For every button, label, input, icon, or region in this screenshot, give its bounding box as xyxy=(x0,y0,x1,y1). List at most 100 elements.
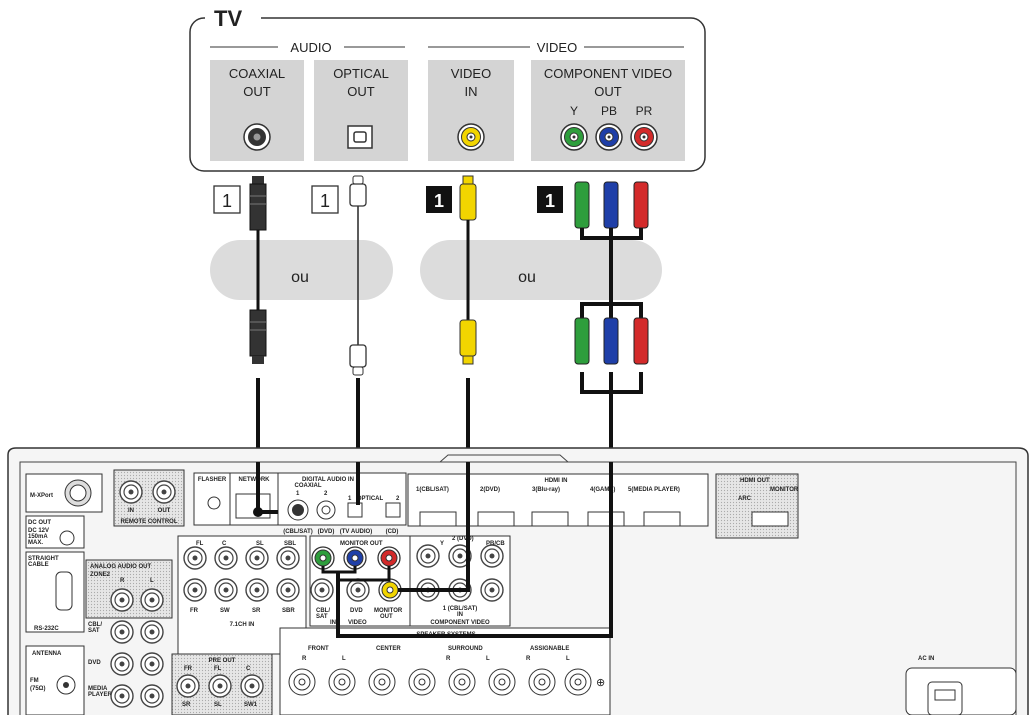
svg-text:VIDEO: VIDEO xyxy=(348,620,367,626)
svg-text:SBL: SBL xyxy=(284,541,296,547)
svg-text:L: L xyxy=(486,656,490,662)
svg-text:(DVD): (DVD) xyxy=(318,529,335,535)
svg-text:2: 2 xyxy=(396,496,400,502)
svg-text:Y: Y xyxy=(440,541,444,547)
svg-text:COMPONENT VIDEO: COMPONENT VIDEO xyxy=(430,620,490,626)
ac-in-label: AC IN xyxy=(918,656,934,662)
tv-audio-label: AUDIO xyxy=(290,40,331,55)
svg-text:CBL/: CBL/ xyxy=(316,608,330,614)
pr-label: PR xyxy=(636,104,653,118)
receiver-back-panel: M-XPort IN OUT REMOTE CONTROL FLASHER NE… xyxy=(7,447,1029,715)
coaxial-jack xyxy=(243,123,271,151)
svg-text:DC OUT: DC OUT xyxy=(28,520,51,526)
svg-text:SURROUND: SURROUND xyxy=(448,646,483,652)
svg-text:5(MEDIA PLAYER): 5(MEDIA PLAYER) xyxy=(628,487,680,493)
svg-text:ASSIGNABLE: ASSIGNABLE xyxy=(530,646,569,652)
svg-text:SL: SL xyxy=(214,702,222,708)
svg-text:PB/CB: PB/CB xyxy=(486,541,505,547)
svg-text:C: C xyxy=(246,666,251,672)
svg-text:(TV AUDIO): (TV AUDIO) xyxy=(340,529,372,535)
svg-text:R: R xyxy=(120,578,125,584)
optical-out-label: OUT xyxy=(347,84,375,99)
svg-text:FLASHER: FLASHER xyxy=(198,477,227,483)
svg-text:DVD: DVD xyxy=(88,660,101,666)
svg-text:L: L xyxy=(566,656,570,662)
svg-text:1: 1 xyxy=(545,191,555,211)
component-pb-jack xyxy=(595,123,623,151)
coaxial-label: COAXIAL xyxy=(229,66,285,81)
svg-text:1: 1 xyxy=(320,191,330,211)
svg-text:⊕: ⊕ xyxy=(596,677,605,689)
component-pr-jack xyxy=(630,123,658,151)
svg-text:MEDIA: MEDIA xyxy=(88,686,108,692)
svg-text:RS-232C: RS-232C xyxy=(34,626,59,632)
svg-text:150mA: 150mA xyxy=(28,534,48,540)
svg-text:CABLE: CABLE xyxy=(28,562,49,568)
marker-video: 1 xyxy=(426,186,452,213)
marker-optical: 1 xyxy=(311,185,339,214)
or-bubble-left xyxy=(210,240,393,300)
svg-text:COAXIAL: COAXIAL xyxy=(295,483,322,489)
svg-text:SAT: SAT xyxy=(316,614,328,620)
svg-text:1: 1 xyxy=(348,496,352,502)
svg-text:FRONT: FRONT xyxy=(308,646,329,652)
svg-text:2 (DVD): 2 (DVD) xyxy=(452,536,474,542)
svg-text:IN: IN xyxy=(330,620,336,626)
marker-coaxial: 1 xyxy=(213,185,241,214)
svg-text:ARC: ARC xyxy=(738,496,752,502)
component-y-jack xyxy=(560,123,588,151)
svg-text:MONITOR: MONITOR xyxy=(374,608,403,614)
svg-text:1: 1 xyxy=(434,191,444,211)
svg-text:2: 2 xyxy=(324,491,328,497)
component-cable-end xyxy=(336,462,613,638)
svg-text:DVD: DVD xyxy=(350,608,363,614)
svg-text:1: 1 xyxy=(296,491,300,497)
optical-jack xyxy=(347,125,373,149)
svg-text:ANALOG AUDIO OUT: ANALOG AUDIO OUT xyxy=(90,564,151,570)
svg-text:FR: FR xyxy=(184,666,193,672)
svg-text:PRE OUT: PRE OUT xyxy=(209,658,236,664)
svg-text:MAX.: MAX. xyxy=(28,540,43,546)
svg-text:PLAYER: PLAYER xyxy=(88,692,112,698)
svg-text:4(GAME): 4(GAME) xyxy=(590,487,615,493)
svg-text:FL: FL xyxy=(196,541,204,547)
svg-text:(75Ω): (75Ω) xyxy=(30,686,45,692)
svg-text:1 (CBL/SAT): 1 (CBL/SAT) xyxy=(443,606,478,612)
svg-text:2(DVD): 2(DVD) xyxy=(480,487,500,493)
svg-text:L: L xyxy=(342,656,346,662)
svg-text:SL: SL xyxy=(256,541,264,547)
svg-text:OUT: OUT xyxy=(158,508,171,514)
svg-text:IN: IN xyxy=(457,612,463,618)
video-in-label: IN xyxy=(465,84,478,99)
svg-text:CENTER: CENTER xyxy=(376,646,401,652)
svg-text:NETWORK: NETWORK xyxy=(239,477,271,483)
svg-text:SW: SW xyxy=(220,608,230,614)
svg-text:R: R xyxy=(526,656,531,662)
video-label: VIDEO xyxy=(451,66,491,81)
marker-component: 1 xyxy=(537,186,563,213)
svg-text:7.1CH IN: 7.1CH IN xyxy=(230,622,255,628)
y-label: Y xyxy=(570,104,578,118)
video-in-jack xyxy=(457,123,485,151)
svg-text:OUT: OUT xyxy=(380,614,393,620)
svg-text:1(CBL/SAT): 1(CBL/SAT) xyxy=(416,487,449,493)
svg-text:SW1: SW1 xyxy=(244,702,258,708)
svg-text:HDMI IN: HDMI IN xyxy=(545,478,568,484)
svg-text:DIGITAL AUDIO IN: DIGITAL AUDIO IN xyxy=(302,477,354,483)
tv-title: TV xyxy=(214,6,242,31)
svg-text:R: R xyxy=(302,656,307,662)
svg-text:3(Blu-ray): 3(Blu-ray) xyxy=(532,487,560,493)
svg-text:(CBL/SAT): (CBL/SAT) xyxy=(283,529,313,535)
svg-text:HDMI OUT: HDMI OUT xyxy=(740,478,770,484)
svg-text:FM: FM xyxy=(30,678,39,684)
mxport-label: M-XPort xyxy=(30,493,53,499)
svg-text:ZONE2: ZONE2 xyxy=(90,572,111,578)
svg-text:MONITOR: MONITOR xyxy=(770,487,799,493)
or-bubble-right xyxy=(420,240,662,300)
svg-text:FR: FR xyxy=(190,608,199,614)
optical-label: OPTICAL xyxy=(333,66,389,81)
svg-text:MONITOR OUT: MONITOR OUT xyxy=(340,541,383,547)
svg-text:C: C xyxy=(222,541,227,547)
